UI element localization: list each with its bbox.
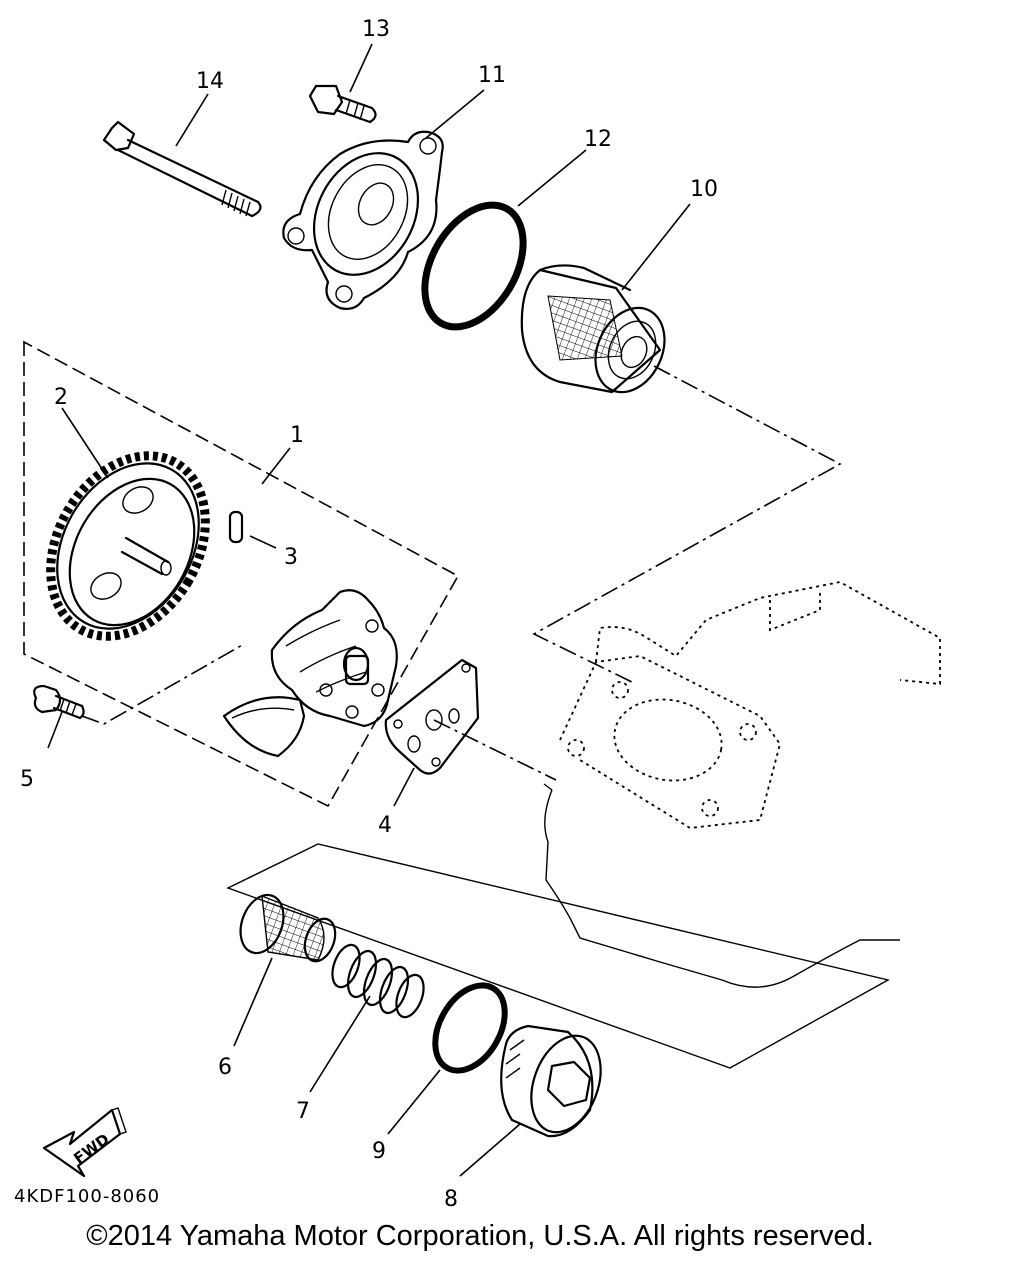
o-ring-part-12 <box>421 201 527 331</box>
small-bolt-part-13 <box>308 84 377 124</box>
fwd-label: FWD <box>70 1130 112 1168</box>
leader-lines <box>47 43 691 1177</box>
callout-14: 14 <box>196 69 224 94</box>
cylinder-block <box>543 581 941 988</box>
long-bolt-part-14 <box>102 120 262 218</box>
callout-11: 11 <box>478 63 506 88</box>
spring-part-7 <box>331 943 425 1019</box>
drive-gear-part-2 <box>46 451 210 641</box>
callout-10: 10 <box>690 177 718 202</box>
connector-line-screw <box>81 643 245 725</box>
callout-5: 5 <box>20 767 34 792</box>
strainer-part-6 <box>239 893 337 963</box>
connector-line-pump <box>433 719 557 781</box>
callout-6: 6 <box>218 1055 232 1080</box>
callout-8: 8 <box>444 1187 458 1212</box>
drain-group-outline <box>226 843 890 1069</box>
drawing-code: 4KDF100-8060 <box>14 1186 161 1207</box>
pump-body <box>222 589 398 758</box>
fwd-arrow-icon: FWD <box>42 1107 127 1178</box>
drain-plug-part-8 <box>500 1024 602 1138</box>
callout-4: 4 <box>378 813 392 838</box>
callout-7: 7 <box>296 1099 310 1124</box>
callout-1: 1 <box>290 423 304 448</box>
dowel-pin-part-3 <box>228 510 244 544</box>
gasket-plate-part-4 <box>384 658 480 775</box>
callout-12: 12 <box>584 127 612 152</box>
callout-3: 3 <box>284 545 298 570</box>
connector-line-filter <box>532 365 842 685</box>
callout-13: 13 <box>362 17 390 42</box>
copyright-notice: ©2014 Yamaha Motor Corporation, U.S.A. A… <box>86 1220 874 1252</box>
o-ring-part-9 <box>432 982 508 1074</box>
callout-9: 9 <box>372 1139 386 1164</box>
oil-filter-part-10 <box>520 264 666 394</box>
filter-cover-part-11 <box>282 130 444 310</box>
callout-2: 2 <box>54 385 68 410</box>
pump-assembly-outline <box>23 340 460 808</box>
screw-part-5 <box>33 684 85 720</box>
